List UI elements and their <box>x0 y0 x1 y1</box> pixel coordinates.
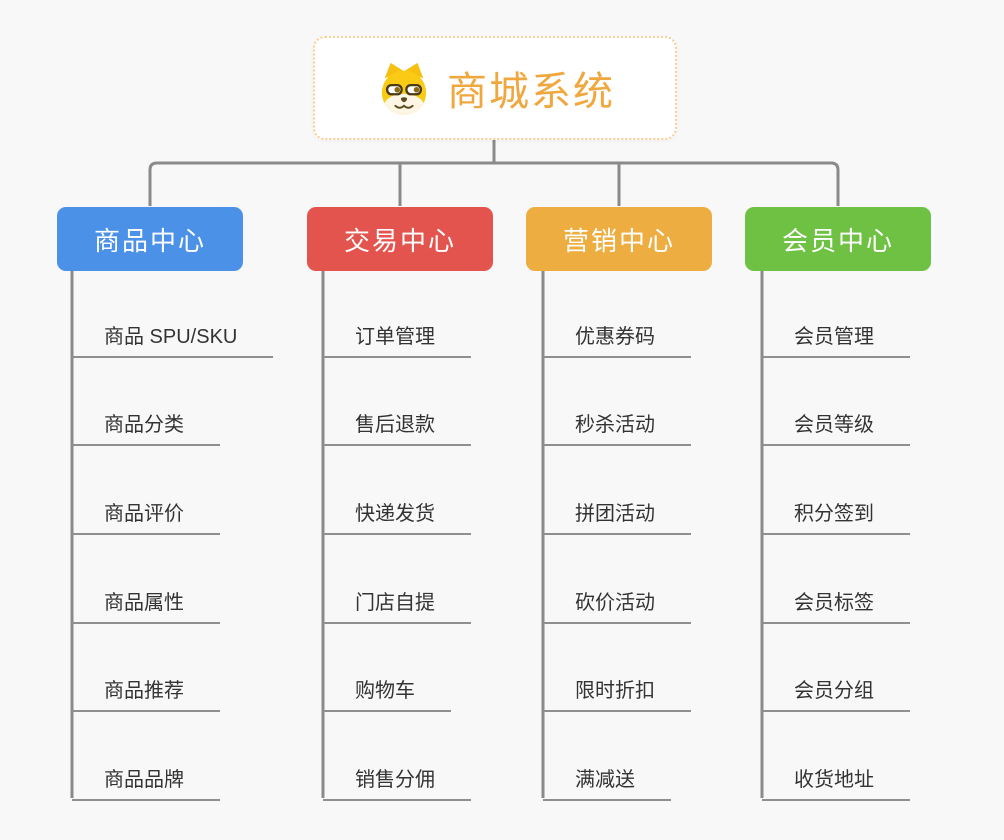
topic-item[interactable]: 优惠券码 <box>543 327 691 358</box>
branch-node-product-center[interactable]: 商品中心 <box>57 207 243 271</box>
topic-item[interactable]: 订单管理 <box>323 327 471 358</box>
topic-item[interactable]: 满减送 <box>543 770 671 801</box>
topic-item[interactable]: 会员管理 <box>762 327 910 358</box>
topic-item[interactable]: 商品分类 <box>72 415 220 446</box>
root-title: 商城系统 <box>447 70 615 114</box>
root-node[interactable]: 商城系统 <box>313 36 677 140</box>
topic-item[interactable]: 会员标签 <box>762 593 910 624</box>
topic-item[interactable]: 销售分佣 <box>323 770 471 801</box>
topic-item[interactable]: 秒杀活动 <box>543 415 691 446</box>
branch-node-trade-center[interactable]: 交易中心 <box>307 207 493 271</box>
dog-logo-icon <box>381 62 427 115</box>
topic-item[interactable]: 购物车 <box>323 681 451 712</box>
rail-connector-line <box>148 161 840 206</box>
topic-item[interactable]: 售后退款 <box>323 415 471 446</box>
topic-item[interactable]: 快递发货 <box>323 504 471 535</box>
topic-item[interactable]: 商品推荐 <box>72 681 220 712</box>
topic-item[interactable]: 会员等级 <box>762 415 910 446</box>
topic-item[interactable]: 会员分组 <box>762 681 910 712</box>
topic-item[interactable]: 商品属性 <box>72 593 220 624</box>
topic-item[interactable]: 限时折扣 <box>543 681 691 712</box>
topic-item[interactable]: 商品 SPU/SKU <box>72 327 274 358</box>
branch-node-member-center[interactable]: 会员中心 <box>745 207 931 271</box>
topic-item[interactable]: 砍价活动 <box>543 593 691 624</box>
topic-item[interactable]: 门店自提 <box>323 593 471 624</box>
topic-item[interactable]: 收货地址 <box>762 770 910 801</box>
topic-item[interactable]: 拼团活动 <box>543 504 691 535</box>
topic-item[interactable]: 商品品牌 <box>72 770 220 801</box>
topic-item[interactable]: 商品评价 <box>72 504 220 535</box>
topic-item[interactable]: 积分签到 <box>762 504 910 535</box>
branch-node-marketing-center[interactable]: 营销中心 <box>526 207 712 271</box>
